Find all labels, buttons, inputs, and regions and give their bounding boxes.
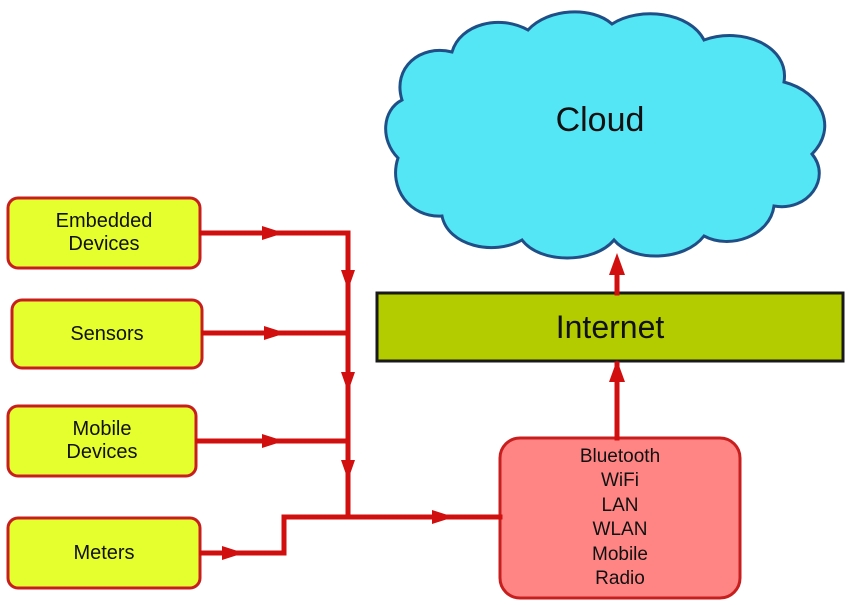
arrow-mobile (262, 434, 284, 448)
meters-label: Meters (8, 518, 200, 588)
mobile-devices-line2: Devices (66, 441, 138, 463)
arrow-down-3 (341, 460, 355, 480)
arrow-to-internet (609, 360, 625, 382)
protocol-item: Bluetooth (579, 445, 661, 467)
arrow-down-1 (341, 270, 355, 290)
protocol-item: WiFi (601, 470, 639, 491)
protocol-item: Mobile (592, 543, 648, 565)
mobile-devices-label: Mobile Devices (8, 406, 196, 476)
protocol-item: LAN (601, 494, 639, 516)
arrowheads (222, 226, 625, 560)
embedded-devices-line2: Devices (68, 233, 140, 255)
arrow-embedded (262, 226, 284, 240)
arrow-to-protocols (432, 510, 454, 524)
arrow-sensors (264, 326, 286, 340)
mobile-devices-line1: Mobile (72, 418, 132, 440)
embedded-devices-line1: Embedded (55, 210, 153, 232)
cloud-label: Cloud (555, 100, 645, 139)
cloud-shape (384, 10, 827, 260)
embedded-devices-label: Embedded Devices (8, 198, 200, 268)
arrow-down-2 (341, 372, 355, 392)
protocol-list: Bluetooth WiFi LAN WLAN Mobile Radio (580, 445, 660, 592)
sensors-label: Sensors (12, 300, 202, 368)
internet-label: Internet (555, 308, 665, 345)
sensors-line1: Sensors (70, 322, 144, 345)
arrow-to-cloud (609, 253, 625, 275)
meters-line1: Meters (73, 541, 135, 564)
protocols-label: Bluetooth WiFi LAN WLAN Mobile Radio (500, 443, 740, 593)
arrow-meters (222, 546, 244, 560)
internet-box (375, 291, 845, 363)
protocol-item: Radio (595, 568, 645, 589)
protocol-item: WLAN (592, 519, 648, 540)
